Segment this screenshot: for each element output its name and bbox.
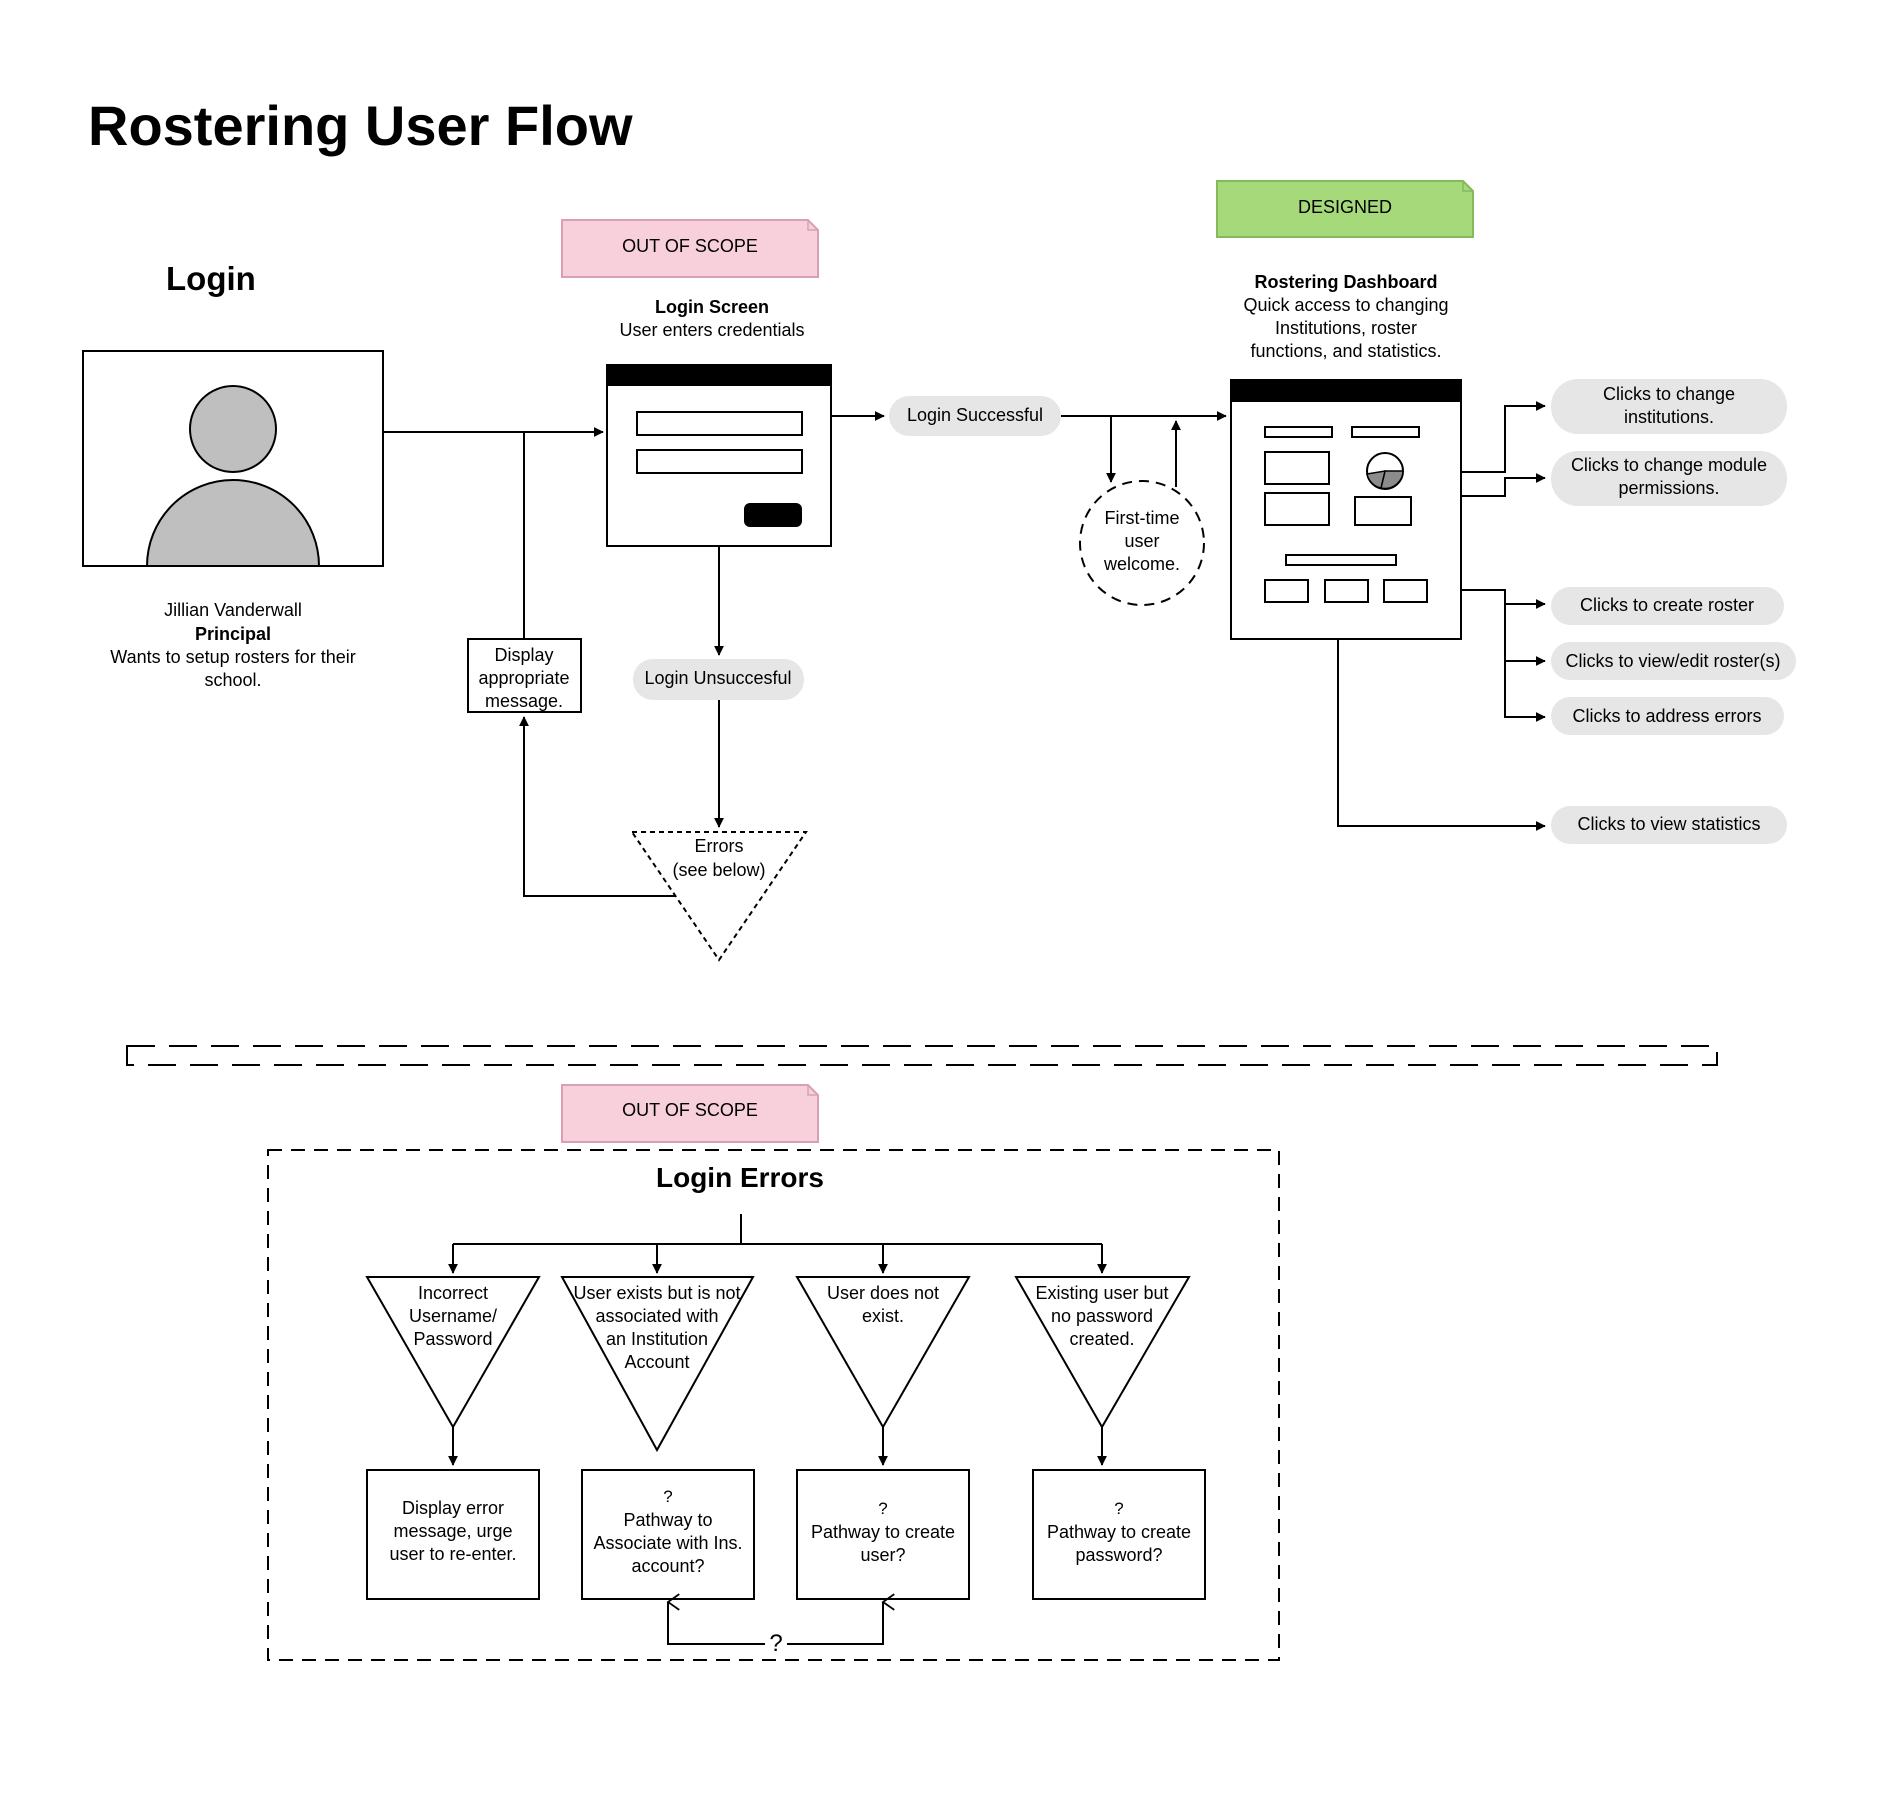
action-view-edit-roster: Clicks to view/edit roster(s) (1551, 642, 1796, 680)
outcome-4-line2: Pathway to create (1047, 1522, 1191, 1542)
first-time-line3: welcome. (1103, 554, 1180, 574)
display-message-box: Display appropriate message. (467, 638, 582, 713)
outcome-4-line1: ? (1114, 1499, 1123, 1518)
change-institutions-line2: institutions. (1624, 407, 1714, 427)
display-message-line2: appropriate (478, 668, 569, 688)
error-2-line1: User exists but is not (573, 1283, 740, 1303)
username-field-wireframe (636, 411, 803, 436)
out-of-scope-tag-top: OUT OF SCOPE (561, 219, 819, 278)
persona-role: Principal (195, 624, 271, 644)
change-permissions-line2: permissions. (1618, 478, 1719, 498)
errors-triangle: Errors (see below) (630, 831, 808, 962)
outcome-3-line1: ? (878, 1499, 887, 1518)
login-section-heading: Login (166, 260, 256, 297)
login-successful-pill: Login Successful (889, 396, 1061, 436)
persona-card (82, 350, 384, 567)
outcome-4-line3: password? (1075, 1545, 1162, 1565)
outcome-2-line2: Pathway to (623, 1510, 712, 1530)
dashboard-desc-line2: Institutions, roster (1275, 318, 1417, 338)
login-screen-subtitle: User enters credentials (619, 320, 804, 340)
out-of-scope-tag-bottom: OUT OF SCOPE (561, 1084, 819, 1143)
display-message-line3: message. (485, 691, 563, 711)
avatar-body (145, 479, 321, 567)
dashboard-title: Rostering Dashboard (1254, 272, 1437, 292)
pie-chart-icon (1366, 452, 1404, 490)
display-message-line1: Display (494, 645, 553, 665)
out-of-scope-label-bottom: OUT OF SCOPE (622, 1100, 758, 1120)
persona-name: Jillian Vanderwall (164, 600, 302, 620)
question-connector: ? (668, 1602, 883, 1657)
error-1-line1: Incorrect (418, 1283, 488, 1303)
outcome-2-line4: account? (631, 1556, 704, 1576)
outcome-create-password: ? Pathway to create password? (1032, 1469, 1206, 1600)
error-1-line3: Password (413, 1329, 492, 1349)
login-screen-title: Login Screen (655, 297, 769, 317)
error-user-not-exist: User does not exist. (795, 1276, 971, 1430)
dashboard-desc-line3: functions, and statistics. (1250, 341, 1441, 361)
login-screen-wireframe (606, 364, 832, 547)
error-2-line2: associated with (595, 1306, 718, 1326)
persona-goal-line1: Wants to setup rosters for their (110, 647, 355, 667)
out-of-scope-label-top: OUT OF SCOPE (622, 236, 758, 256)
persona-goal-line2: school. (204, 670, 261, 690)
outcome-2-line3: Associate with Ins. (593, 1533, 742, 1553)
error-4-line2: no password (1051, 1306, 1153, 1326)
login-successful-label: Login Successful (907, 405, 1043, 425)
address-errors-label: Clicks to address errors (1572, 706, 1761, 726)
create-roster-label: Clicks to create roster (1580, 595, 1754, 615)
error-1-line2: Username/ (409, 1306, 497, 1326)
outcome-display-error: Display error message, urge user to re-e… (366, 1469, 540, 1600)
error-4-line1: Existing user but (1035, 1283, 1168, 1303)
section-divider (126, 1045, 1718, 1066)
designed-tag: DESIGNED (1216, 180, 1474, 238)
action-change-permissions: Clicks to change module permissions. (1551, 451, 1787, 506)
error-2-line3: an Institution (606, 1329, 708, 1349)
view-statistics-label: Clicks to view statistics (1577, 814, 1760, 834)
error-2-line4: Account (624, 1352, 689, 1372)
outcome-1-line2: message, urge (393, 1521, 512, 1541)
outcome-1-line1: Display error (402, 1498, 504, 1518)
error-4-line3: created. (1069, 1329, 1134, 1349)
action-view-statistics: Clicks to view statistics (1551, 806, 1787, 844)
dashboard-wireframe (1230, 379, 1462, 640)
errors-line1: Errors (695, 836, 744, 856)
first-time-welcome: First-time user welcome. (1079, 480, 1205, 606)
action-change-institutions: Clicks to change institutions. (1551, 379, 1787, 434)
password-field-wireframe (636, 449, 803, 474)
outcome-2-line1: ? (663, 1487, 672, 1506)
errors-line2: (see below) (672, 860, 765, 880)
login-unsuccessful-label: Login Unsuccesful (644, 668, 791, 688)
error-no-password: Existing user but no password created. (1014, 1276, 1191, 1430)
error-3-line2: exist. (862, 1306, 904, 1326)
dashboard-desc-line1: Quick access to changing (1243, 295, 1448, 315)
designed-label: DESIGNED (1298, 197, 1392, 217)
change-institutions-line1: Clicks to change (1603, 384, 1735, 404)
login-button-wireframe (744, 503, 802, 527)
error-3-line1: User does not (827, 1283, 939, 1303)
avatar-head (189, 385, 277, 473)
outcome-1-line3: user to re-enter. (389, 1544, 516, 1564)
first-time-line2: user (1124, 531, 1159, 551)
outcome-create-user: ? Pathway to create user? (796, 1469, 970, 1600)
login-unsuccessful-pill: Login Unsuccesful (633, 659, 804, 700)
error-incorrect-credentials: Incorrect Username/ Password (365, 1276, 541, 1430)
outcome-associate-institution: ? Pathway to Associate with Ins. account… (581, 1469, 755, 1600)
action-address-errors: Clicks to address errors (1551, 697, 1784, 735)
login-errors-heading: Login Errors (656, 1162, 824, 1193)
question-connector-label: ? (769, 1630, 782, 1657)
page-title: Rostering User Flow (88, 94, 633, 157)
outcome-3-line3: user? (860, 1545, 905, 1565)
change-permissions-line1: Clicks to change module (1571, 455, 1767, 475)
first-time-line1: First-time (1105, 508, 1180, 528)
view-edit-roster-label: Clicks to view/edit roster(s) (1565, 651, 1780, 671)
outcome-3-line2: Pathway to create (811, 1522, 955, 1542)
login-errors-container (267, 1149, 1280, 1661)
error-no-institution: User exists but is not associated with a… (560, 1276, 755, 1453)
action-create-roster: Clicks to create roster (1551, 587, 1784, 625)
